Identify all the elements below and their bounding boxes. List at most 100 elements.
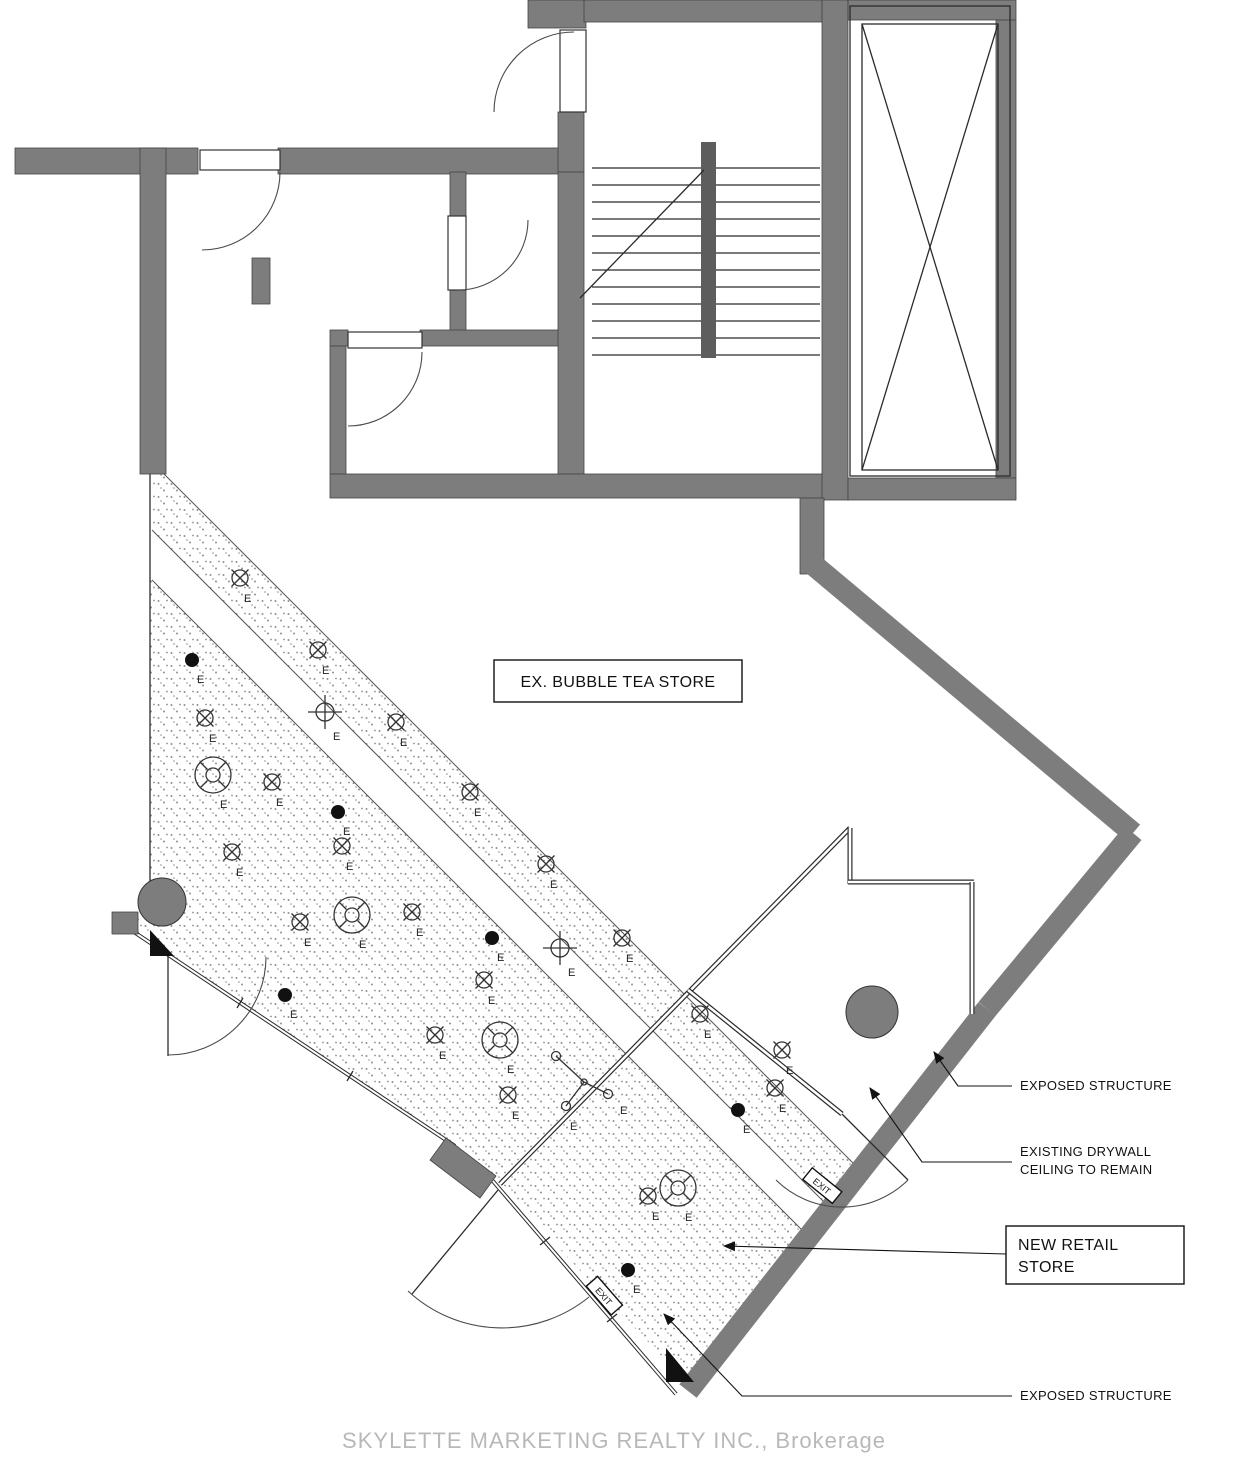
stair-direction-line — [579, 169, 705, 299]
light-fixture-icon — [196, 709, 214, 727]
drywall-room-partition — [687, 988, 843, 1116]
light-fixture-icon — [475, 971, 493, 989]
entry-column — [137, 877, 187, 927]
symbol-tag: E — [512, 1110, 519, 1122]
door-swing-arc — [493, 31, 575, 113]
band-boundary-line — [151, 461, 862, 1172]
right-corner-wall — [978, 825, 1142, 1017]
symbol-tag: E — [290, 1009, 297, 1021]
corner-marker-triangle — [666, 1348, 694, 1382]
ceiling-diffuser-icon — [194, 756, 232, 794]
symbol-tag: E — [497, 952, 504, 964]
light-fixture-icon — [291, 913, 309, 931]
door-leaf-line — [411, 1189, 499, 1295]
light-fixture-icon — [333, 837, 351, 855]
stairs — [579, 142, 820, 358]
symbol-tag: E — [570, 1121, 577, 1133]
band-boundary-line — [151, 529, 832, 1210]
light-fixture-icon — [426, 1026, 444, 1044]
band-boundary-line — [151, 579, 810, 1238]
lower-right-wall — [679, 1002, 996, 1398]
new-retail-label-line1: NEW RETAIL — [1018, 1237, 1119, 1254]
annotations: EXPOSED STRUCTURE EXISTING DRYWALL CEILI… — [663, 1051, 1172, 1403]
junction-box-icon — [278, 988, 292, 1002]
door-leaf — [347, 331, 423, 349]
light-fixture-icon — [461, 783, 479, 801]
light-fixture-icon — [223, 843, 241, 861]
light-fixture-icon — [499, 1086, 517, 1104]
ceiling-diffuser-icon — [333, 896, 371, 934]
storefront-end-cap — [111, 911, 139, 935]
ceiling-diffuser-icon — [659, 1169, 697, 1207]
symbol-tag: E — [620, 1105, 627, 1117]
structural-column — [845, 985, 899, 1039]
drywall-label-line2: CEILING TO REMAIN — [1020, 1162, 1152, 1177]
symbol-tag: E — [507, 1064, 514, 1076]
storefront-glazing — [111, 877, 694, 1396]
symbol-tag: E — [416, 927, 423, 939]
new-retail-label-box — [1005, 1225, 1185, 1285]
exposed-structure-bottom-label: EXPOSED STRUCTURE — [1020, 1388, 1172, 1403]
junction-box-icon — [621, 1263, 635, 1277]
light-fixture-icon — [263, 773, 281, 791]
symbol-tag: E — [322, 665, 329, 677]
light-fixture-icon — [766, 1079, 784, 1097]
door-swing-arc — [201, 171, 281, 251]
new-retail-leader — [722, 1241, 1007, 1255]
stair-center-wall — [701, 142, 716, 358]
symbol-tag: E — [236, 867, 243, 879]
junction-box-icon — [331, 805, 345, 819]
brokerage-watermark: SKYLETTE MARKETING REALTY INC., Brokerag… — [342, 1428, 886, 1453]
door-leaf-line — [841, 1113, 909, 1181]
corridor-diagonal-wall — [802, 553, 1141, 842]
drywall-leader — [869, 1087, 1012, 1163]
room-labels: EX. BUBBLE TEA STORE NEW RETAIL STORE — [493, 659, 1185, 1285]
corner-marker-triangle — [150, 930, 174, 956]
light-fixture-icon — [613, 929, 631, 947]
symbol-tag: E — [333, 731, 340, 743]
bubble-tea-label-box — [493, 659, 743, 703]
core-doors — [199, 29, 587, 427]
drywall-label-line1: EXISTING DRYWALL — [1020, 1144, 1151, 1159]
symbol-tag: E — [400, 737, 407, 749]
junction-box-icon — [485, 931, 499, 945]
junction-box-icon — [185, 653, 199, 667]
symbol-tag: E — [220, 799, 227, 811]
new-retail-label-line2: STORE — [1018, 1259, 1075, 1276]
demising-wall — [499, 827, 851, 1185]
door-leaf — [199, 149, 281, 171]
mullion-tick — [539, 1236, 551, 1246]
symbol-tag: E — [439, 1050, 446, 1062]
symbol-tag: E — [488, 995, 495, 1007]
bubble-tea-label: EX. BUBBLE TEA STORE — [520, 674, 715, 691]
door-swing-arc — [167, 956, 267, 1056]
symbol-tag: E — [626, 953, 633, 965]
door-swing-arc — [775, 1179, 909, 1208]
symbol-tag: E — [568, 967, 575, 979]
symbol-tag: E — [652, 1211, 659, 1223]
symbol-tag: E — [786, 1065, 793, 1077]
symbol-tag: E — [779, 1103, 786, 1115]
symbol-tag: E — [474, 807, 481, 819]
symbol-tag: E — [197, 674, 204, 686]
door-swing-arc — [407, 1290, 590, 1329]
elevator-shaft — [849, 5, 1011, 477]
symbol-tag: E — [743, 1124, 750, 1136]
symbol-tag: E — [704, 1029, 711, 1041]
junction-box-icon — [731, 1103, 745, 1117]
ceiling-diffuser-icon — [481, 1021, 519, 1059]
symbol-tag: E — [304, 937, 311, 949]
symbol-tag: E — [633, 1284, 640, 1296]
stipple-ceiling-bands — [128, 461, 862, 1384]
light-fixture-icon — [403, 903, 421, 921]
mullion-tick — [606, 1313, 618, 1323]
exposed-structure-bottom-leader — [663, 1313, 1012, 1397]
storefront-mullion-block — [429, 1137, 497, 1199]
door-swing-arc — [347, 351, 423, 427]
symbol-tag: E — [346, 861, 353, 873]
symbol-tag: E — [550, 879, 557, 891]
symbol-tag: E — [276, 797, 283, 809]
door-swing-arc — [457, 219, 529, 291]
light-fixture-icon — [537, 855, 555, 873]
